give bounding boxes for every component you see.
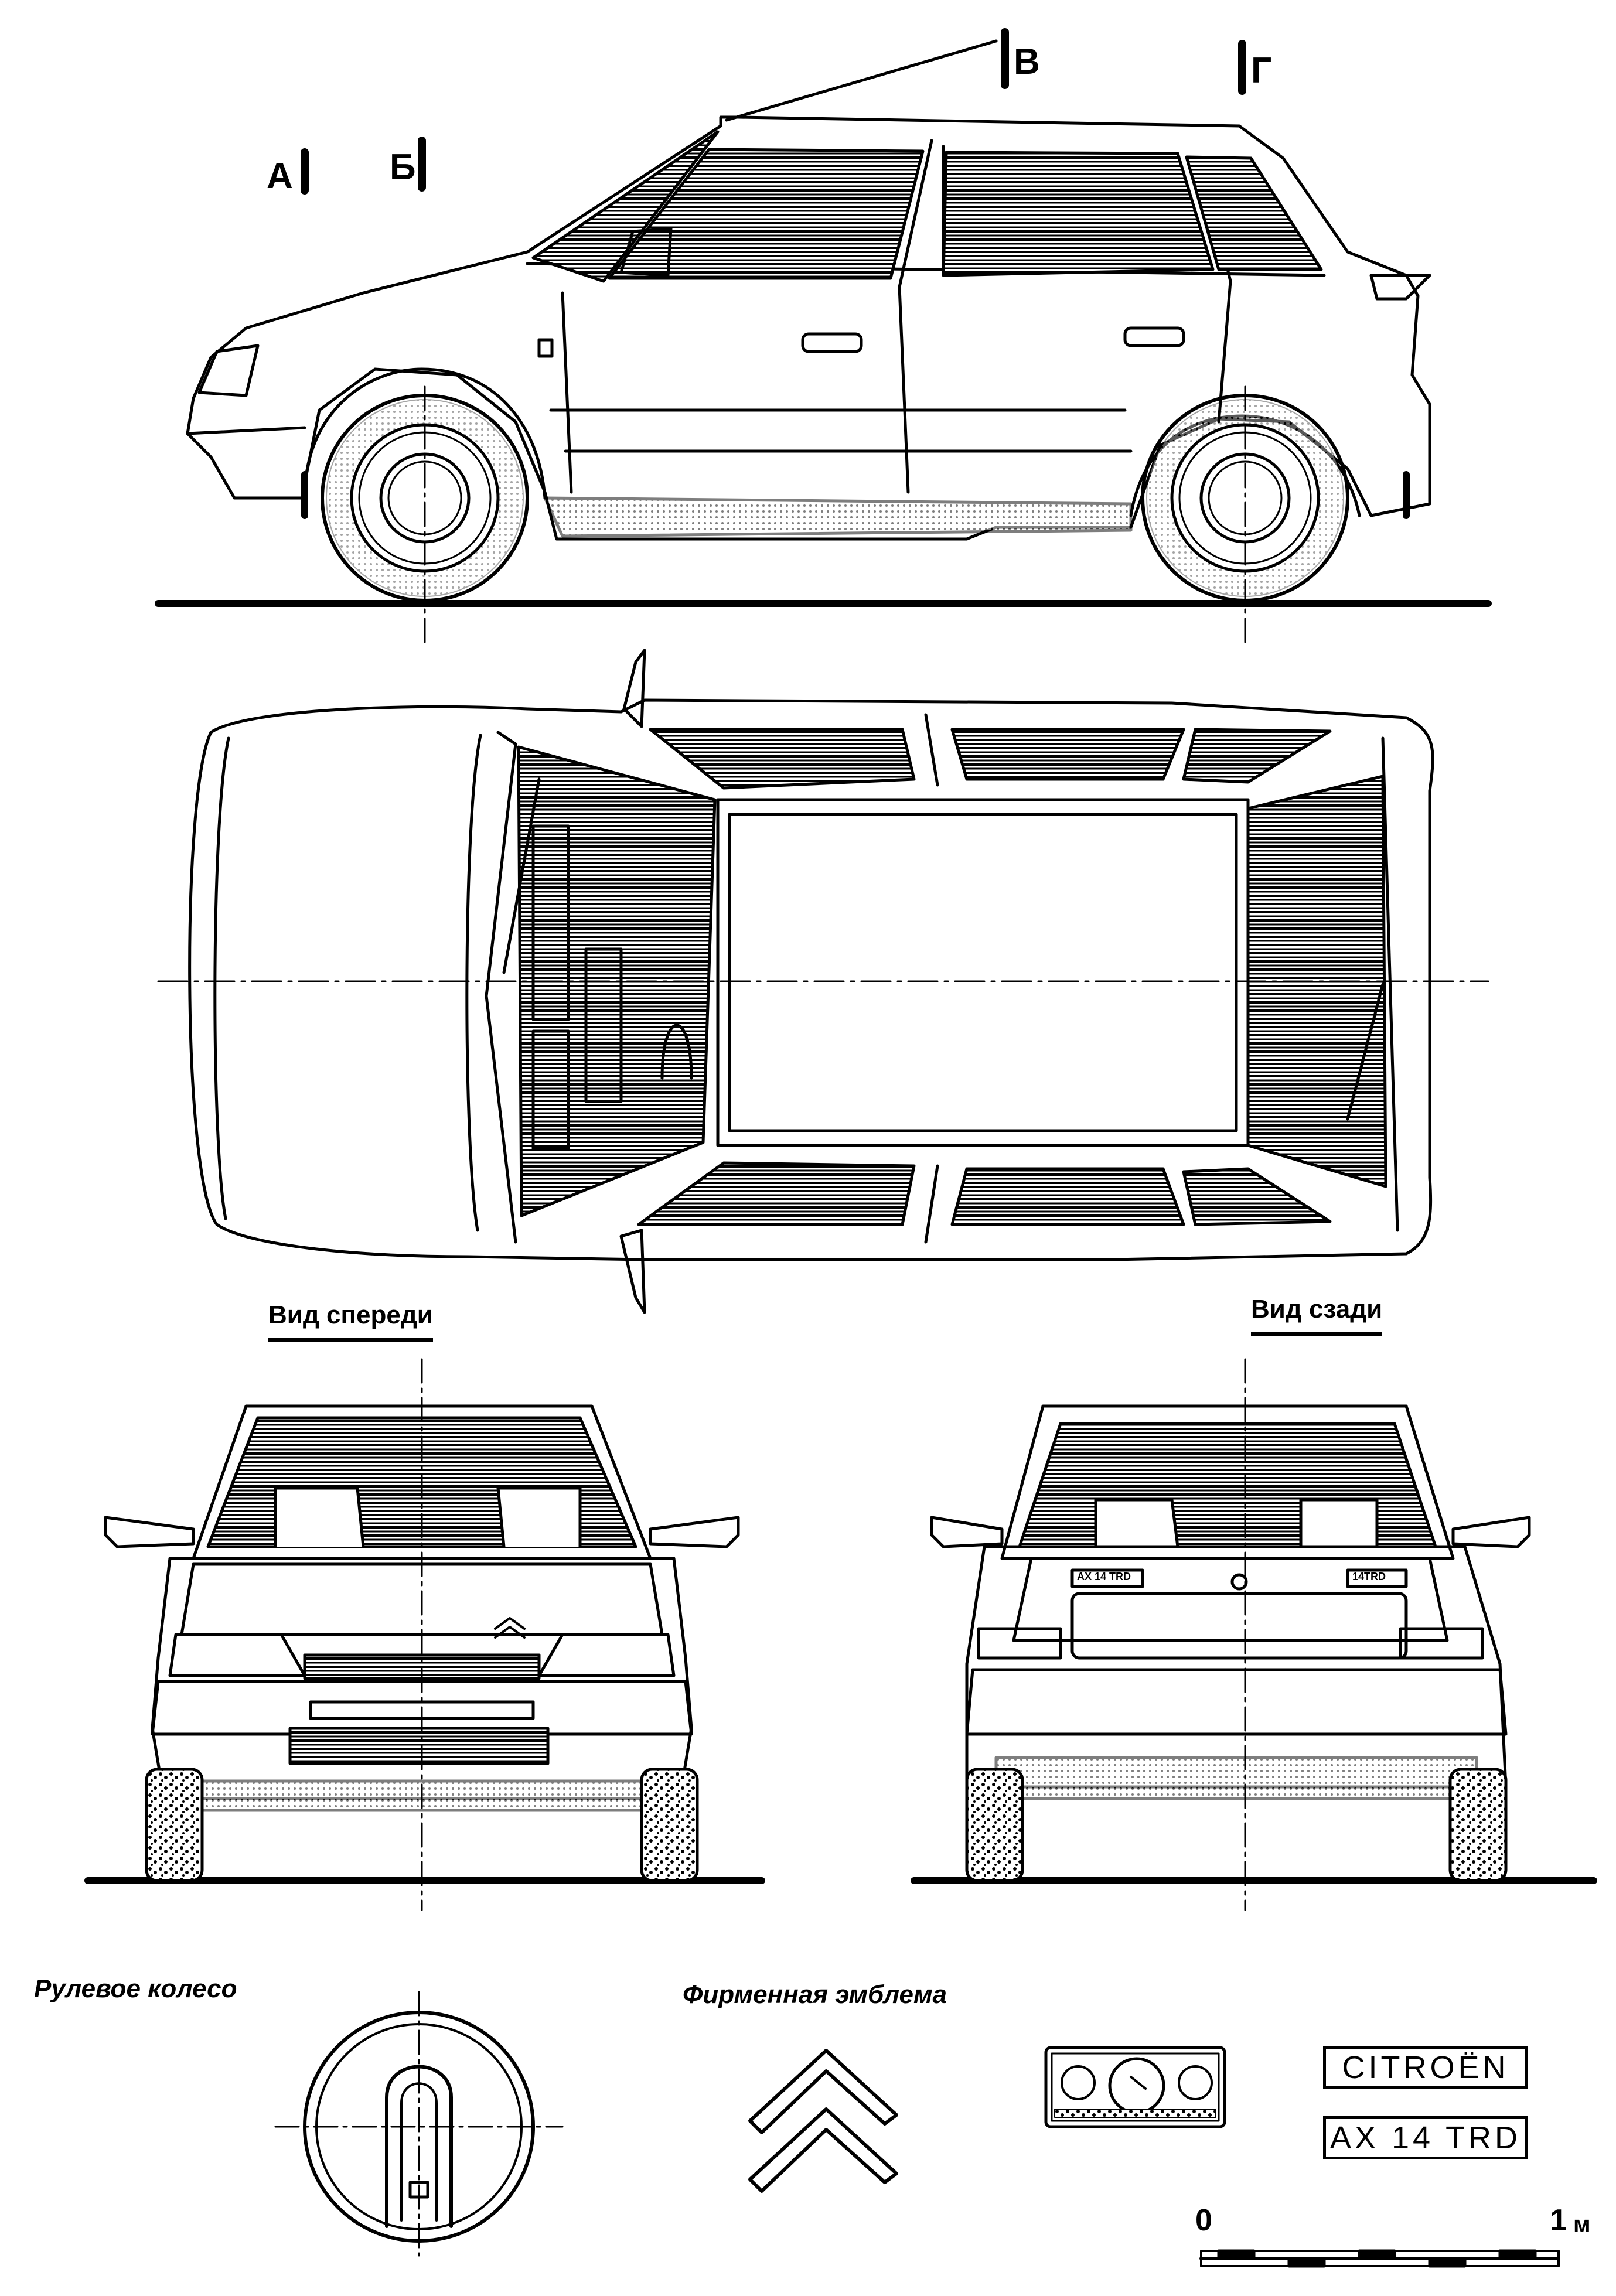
side-view (155, 28, 1492, 646)
rear-view (911, 1358, 1597, 1911)
front-view-title: Вид спереди (268, 1301, 433, 1342)
steering-wheel-caption: Рулевое колесо (34, 1974, 237, 2003)
model-badge: AX 14 TRD (1323, 2116, 1528, 2159)
emblem-caption: Фирменная эмблема (683, 1980, 947, 2009)
scale-unit-label: м (1573, 2212, 1591, 2237)
scale-bar (1199, 2249, 1560, 2268)
scale-zero-label: 0 (1195, 2203, 1212, 2237)
section-label-b: Б (390, 147, 416, 187)
section-label-g: Г (1251, 50, 1272, 91)
brand-badge: CITROËN (1323, 2046, 1528, 2089)
scale-end-label: 1 (1550, 2203, 1567, 2237)
rear-trim-plate: 14TRD (1352, 1571, 1386, 1582)
steering-wheel (274, 1991, 564, 2257)
section-label-v: В (1014, 42, 1040, 82)
section-label-a: А (267, 156, 293, 196)
rear-model-plate: AX 14 TRD (1077, 1571, 1131, 1582)
instrument-cluster (1044, 2046, 1226, 2128)
rear-view-title: Вид сзади (1251, 1295, 1383, 1336)
top-view (157, 649, 1489, 1314)
front-view (84, 1358, 765, 1911)
emblem-chevrons (748, 2049, 898, 2193)
